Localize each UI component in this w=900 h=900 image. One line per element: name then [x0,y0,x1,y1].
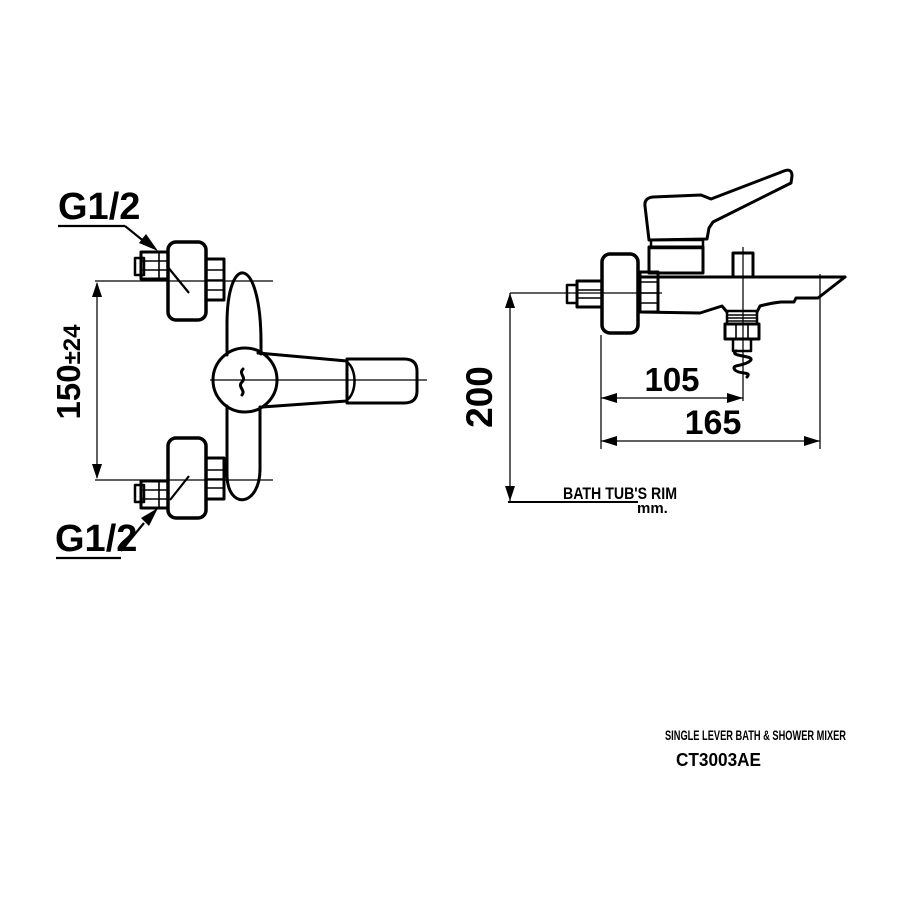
thread-label-top: G1/2 [58,186,140,228]
top-section-tick [166,265,190,294]
dimension-spout-depth: 165 [601,274,821,449]
bottom-mount-assembly [133,436,226,520]
top-elbow [225,271,263,345]
dim-200-arrow-top [505,293,515,308]
dim-105-arrow-right [727,393,743,403]
dim-105-arrow-left [601,393,617,403]
hose-coil [732,349,753,379]
model-number: CT3003AE [676,750,761,770]
side-hex-nut [575,279,604,309]
side-view: 200 BATH TUB'S RIM mm. 105 165 [459,168,847,517]
lever-handle-front [256,351,419,409]
cartridge-housing [211,346,279,414]
front-view: G1/2 G1/2 150±24 [50,186,427,560]
dim-200-arrow-bottom [505,486,515,501]
handle-grip [345,357,419,405]
thread-top-arrowhead [139,234,158,251]
dimension-diverter-depth: 105 [600,335,743,449]
bathtub-rim-label: BATH TUB'S RIM [563,485,677,503]
dim-150-arrow-top [92,282,102,297]
cartridge-collar [647,245,705,275]
body-underside-left [638,304,729,315]
center-distance-label: 150±24 [50,324,87,420]
side-escutcheon [600,252,640,335]
thread-bottom-leader [120,522,145,552]
thread-bottom-arrowhead [141,508,158,526]
bottom-section-tick [169,475,190,501]
dimension-center-distance: 150±24 [50,282,102,479]
dim-200-label: 200 [459,366,500,428]
caption-block: SINGLE LEVER BATH & SHOWER MIXER CT3003A… [665,727,846,770]
lever-handle-side [643,168,794,275]
product-title: SINGLE LEVER BATH & SHOWER MIXER [665,727,846,743]
grip-cap-arc [345,360,356,402]
hose-hex-nut [723,322,761,341]
unit-label: mm. [637,500,668,517]
bottom-elbow [225,467,262,502]
dim-165-arrow-right [804,436,820,446]
body-underside-right-spout [755,275,847,314]
dimension-height: 200 BATH TUB'S RIM mm. [459,293,677,517]
thread-annotation-bottom: G1/2 [55,508,158,560]
top-mount-assembly [133,240,226,322]
logo-mark [238,367,246,397]
thread-label-bottom: G1/2 [55,518,137,560]
dim-150-arrow-bottom [92,464,102,479]
diverter-assembly [723,247,761,401]
hose-connector [731,337,753,353]
faucet-body-front [211,271,279,502]
dim-105-label: 105 [644,361,699,398]
spout-body-side [636,275,847,315]
thread-annotation-top: G1/2 [58,186,158,251]
dim-165-arrow-left [601,436,617,446]
dim-165-label: 165 [685,404,742,442]
lever-arm [643,168,794,242]
